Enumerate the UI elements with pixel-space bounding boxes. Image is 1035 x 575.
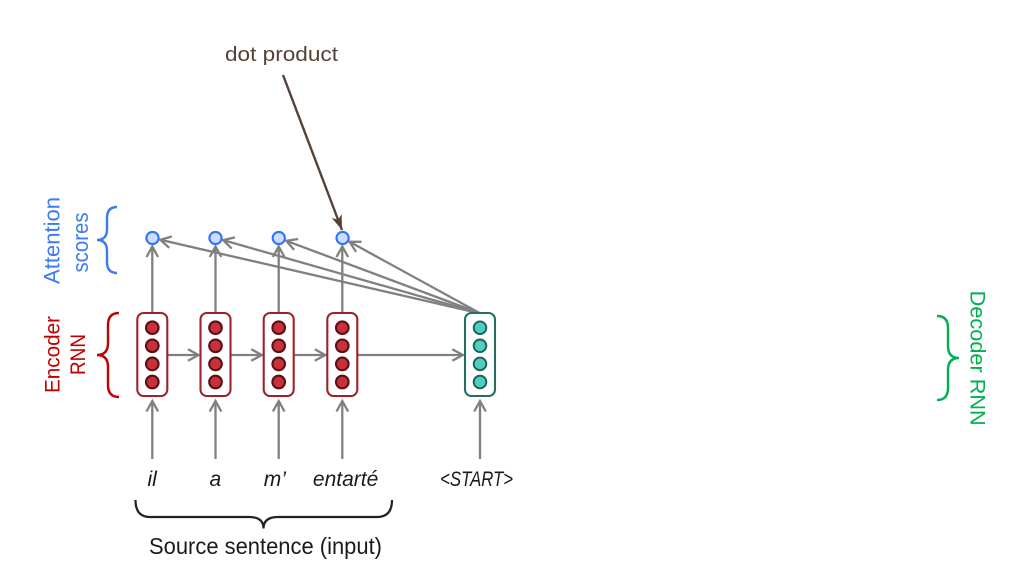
svg-text:<START>: <START> (440, 468, 513, 491)
svg-text:a: a (210, 468, 222, 491)
svg-text:Source sentence (input): Source sentence (input) (149, 533, 382, 559)
svg-text:il: il (148, 468, 159, 491)
svg-text:dot product: dot product (225, 43, 338, 66)
svg-text:m’: m’ (264, 468, 286, 491)
svg-text:scores: scores (68, 213, 93, 273)
svg-text:Encoder: Encoder (41, 316, 65, 393)
svg-text:RNN: RNN (66, 334, 90, 375)
svg-text:Decoder RNN: Decoder RNN (966, 291, 990, 426)
svg-text:Attention: Attention (39, 197, 64, 284)
svg-text:entarté: entarté (313, 468, 378, 491)
